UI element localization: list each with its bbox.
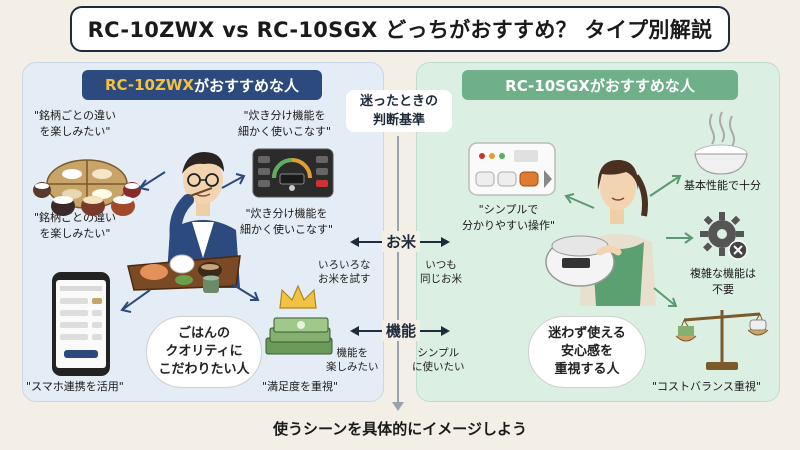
- steaming-rice-bowl-icon: [694, 111, 748, 175]
- right-quote-simple: "シンプルで 分かりやすい操作": [462, 203, 556, 232]
- left-quote-satisfaction: "満足度を重視": [262, 380, 339, 393]
- right-basic-performance: 基本性能で十分: [684, 179, 761, 192]
- left-quote-modes-top: "炊き分け機能を 細かく使いこなす": [238, 109, 332, 138]
- rice-variety-bento-icon: [33, 159, 141, 209]
- balance-scale-icon: [675, 310, 769, 370]
- sgx-control-panel-icon: [468, 142, 556, 196]
- center-divider: [397, 136, 399, 406]
- axis-function-label: 機能: [382, 320, 421, 341]
- left-target-bubble-text: ごはんの クオリティに こだわりたい人: [158, 326, 250, 377]
- axis-rice-label: お米: [382, 231, 421, 252]
- left-target-bubble: ごはんの クオリティに こだわりたい人: [146, 316, 262, 388]
- left-quote-modes-mid: "炊き分け機能を 細かく使いこなす": [240, 207, 334, 236]
- center-arrowhead-icon: [392, 402, 404, 411]
- right-heading: RC-10SGXがおすすめな人: [462, 70, 738, 100]
- right-rice-note: いつも 同じお米: [420, 259, 462, 285]
- page-title: RC-10ZWX vs RC-10SGX どっちがおすすめ？ タイプ別解説: [69, 6, 731, 52]
- tea-cup-icon: [203, 275, 219, 293]
- woman-rice-cooker-illustration: [545, 160, 656, 306]
- center-criteria-text: 迷ったときの 判断基準: [359, 94, 438, 128]
- right-target-bubble-text: 迷わず使える 安心感を 重視する人: [548, 326, 626, 377]
- left-heading-suffix: がおすすめな人: [193, 76, 299, 95]
- left-function-note: 機能を 楽しみたい: [326, 347, 379, 373]
- axis-rice-text: お米: [386, 233, 417, 251]
- right-quote-cost: "コストバランス重視": [652, 380, 761, 393]
- right-function-note: シンプル に使いたい: [412, 347, 465, 373]
- crown-icon: [279, 284, 317, 309]
- left-rice-note: いろいろな お米を試す: [318, 259, 371, 285]
- left-quote-app: "スマホ連携を活用": [26, 380, 124, 393]
- zwx-control-panel-icon: [252, 148, 334, 198]
- gear-disabled-icon: [700, 212, 748, 260]
- right-arrows-icon: [564, 175, 694, 307]
- left-heading-model: RC-10ZWX: [104, 76, 194, 94]
- smartphone-app-icon: [52, 272, 110, 376]
- axis-function-text: 機能: [386, 322, 417, 340]
- right-no-complex-features: 複雑な機能は 不要: [690, 267, 756, 296]
- left-quote-brand-top: "銘柄ごとの違い を楽しみたい": [34, 109, 116, 138]
- rice-bowls-row-icon: [51, 196, 135, 216]
- right-target-bubble: 迷わず使える 安心感を 重視する人: [528, 316, 646, 388]
- footer-message: 使うシーンを具体的にイメージしよう: [273, 420, 527, 438]
- center-criteria-label: 迷ったときの 判断基準: [346, 90, 452, 132]
- cash-stack-icon: [265, 317, 333, 355]
- left-arrows-icon: [120, 171, 260, 313]
- title-bar: RC-10ZWX vs RC-10SGX どっちがおすすめ？ タイプ別解説: [0, 0, 800, 58]
- left-quote-brand-mid: "銘柄ごとの違い を楽しみたい": [34, 211, 116, 240]
